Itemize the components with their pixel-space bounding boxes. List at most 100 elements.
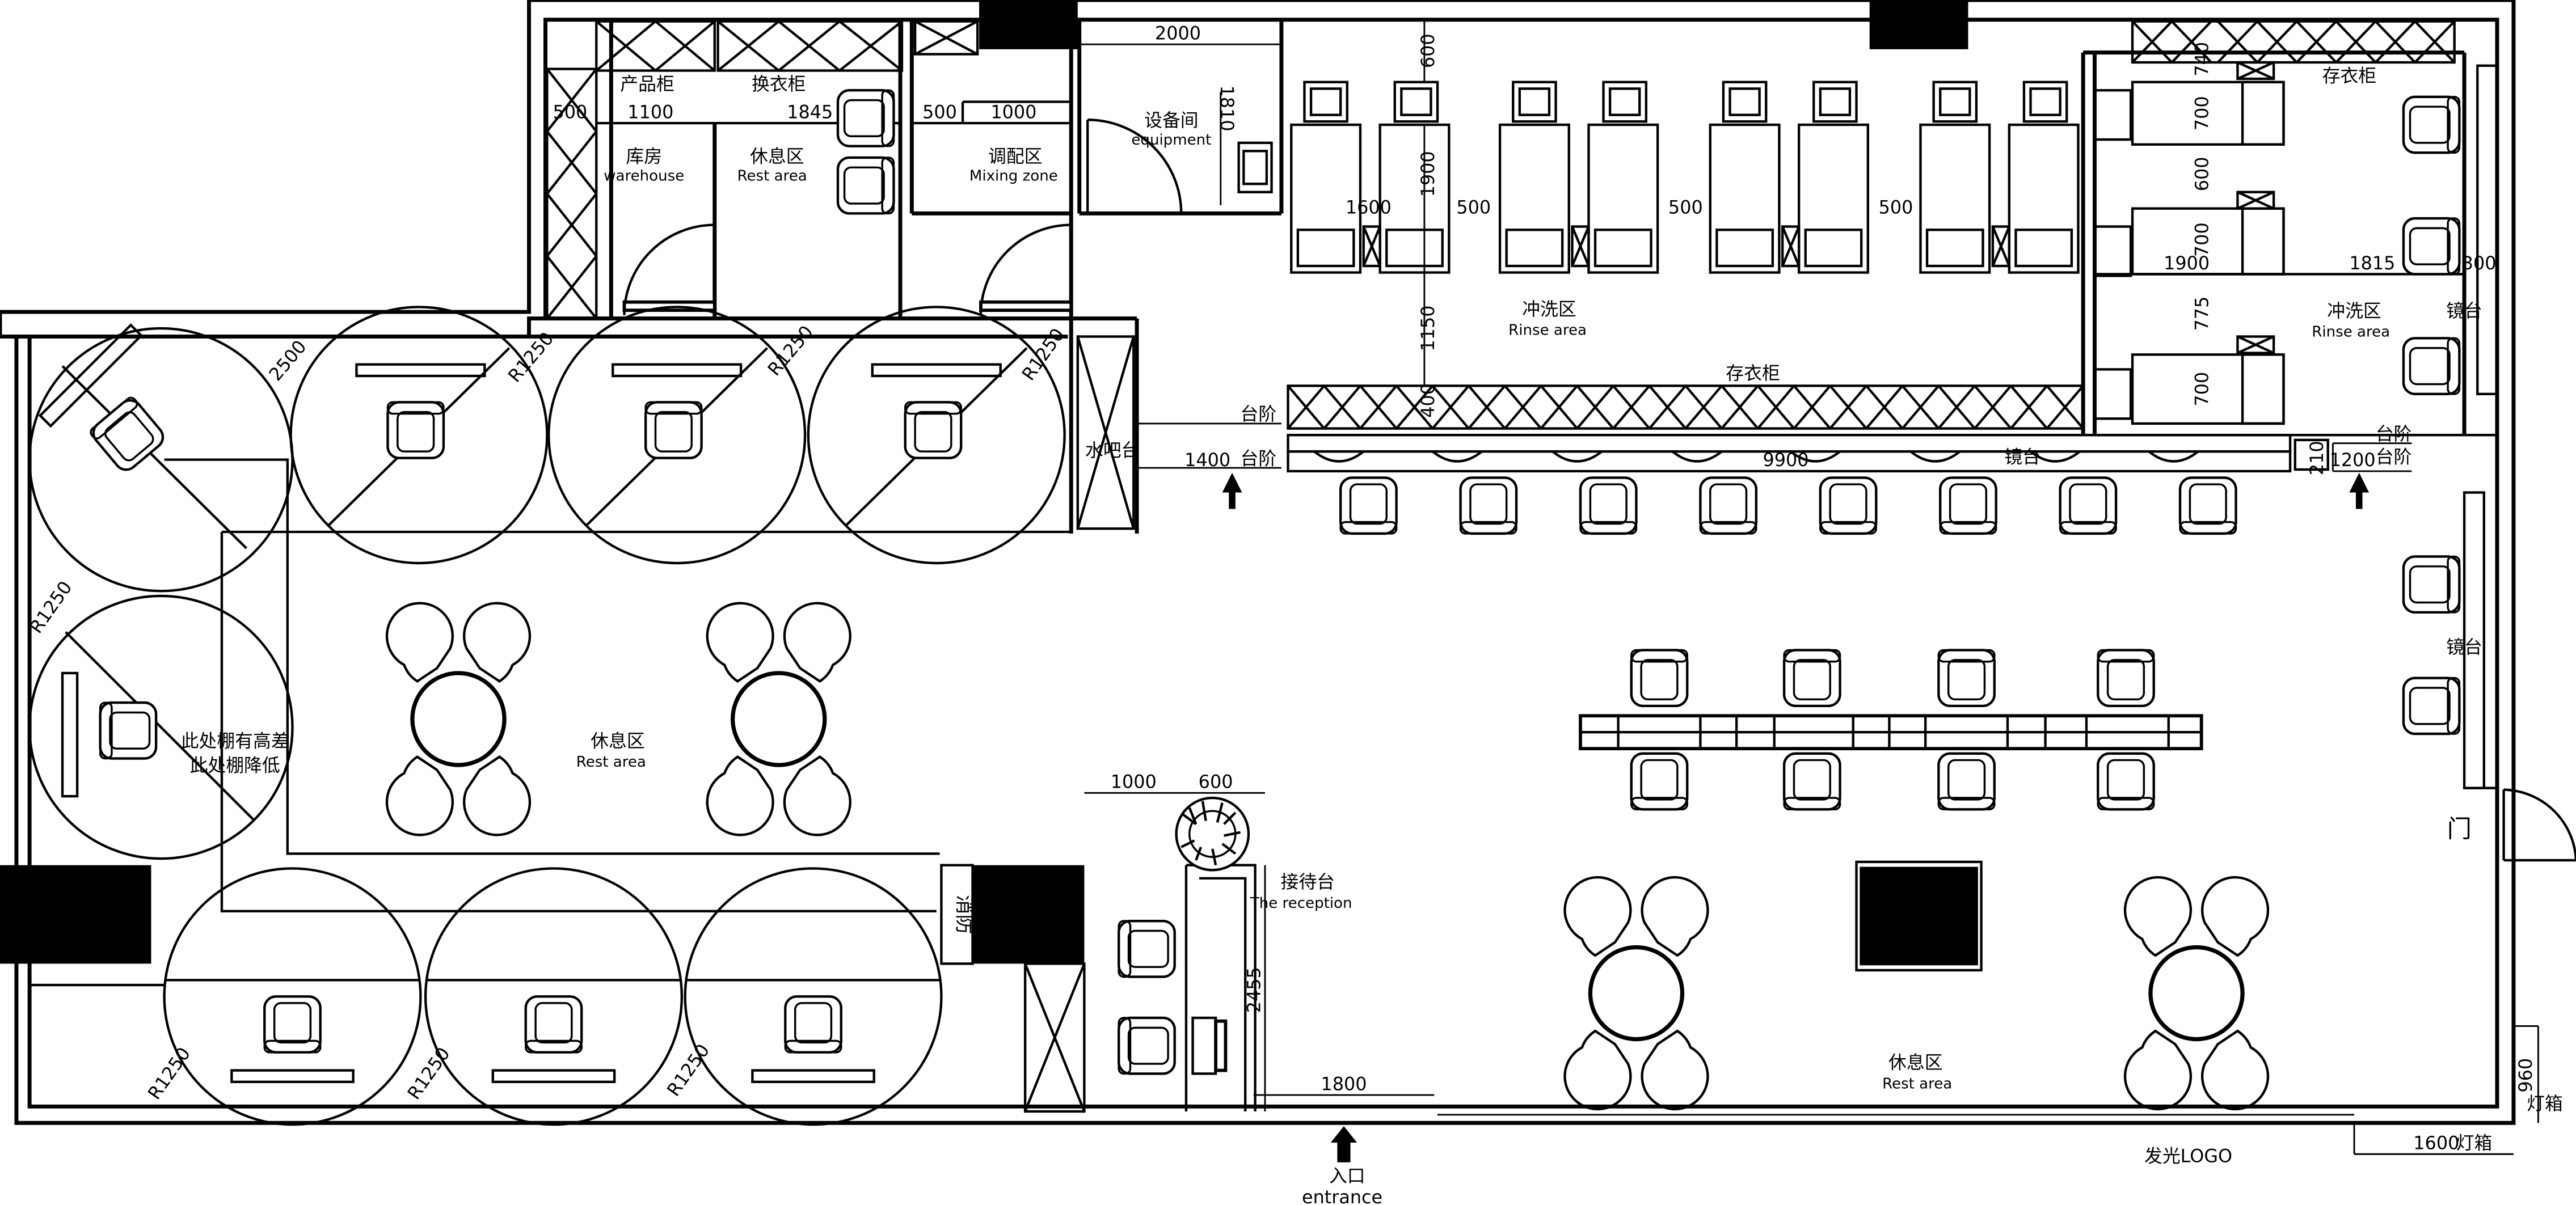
label: Rinse area: [2312, 323, 2390, 340]
rinse-beds: [1290, 61, 2285, 425]
column: [979, 0, 1078, 49]
label: 产品柜: [620, 73, 674, 95]
dimension-lines: [1079, 19, 2539, 1155]
label: 镜台: [2004, 446, 2040, 467]
dimension: 400: [1417, 383, 1439, 418]
label: warehouse: [604, 167, 684, 184]
dimension: 1600: [1346, 196, 1392, 218]
dimension: 500: [553, 101, 588, 122]
dimension: 700: [2191, 372, 2212, 407]
reception-desk: [1175, 796, 1257, 1111]
label: 冲洗区: [1522, 298, 1576, 320]
dimension: 1900: [1417, 151, 1439, 197]
dimension: 740: [2191, 42, 2212, 77]
label: 台阶: [1241, 403, 1277, 425]
label: 此处棚有高差: [181, 730, 289, 751]
arrow-up-icon: [1222, 472, 1242, 509]
label: 水吧台: [1085, 439, 1140, 461]
dimension: 1150: [1417, 306, 1439, 352]
label: The reception: [1250, 895, 1352, 912]
label: entrance: [1302, 1186, 1382, 1205]
column-outline: [1855, 860, 1983, 972]
label: 镜台: [2446, 300, 2482, 322]
label: 发光LOGO: [2144, 1145, 2232, 1167]
dimension: 700: [2191, 96, 2212, 130]
arrow-up-icon: [2349, 472, 2370, 509]
dimension: 960: [2515, 1058, 2536, 1093]
dimension: 9900: [1763, 449, 1808, 471]
plant-icon: [1175, 796, 1250, 872]
walls: [0, 0, 2516, 1125]
dimension: 700: [2191, 222, 2212, 257]
dimension: 1400: [1184, 449, 1230, 471]
label: 台阶: [2376, 446, 2412, 467]
dimension: 500: [922, 101, 957, 122]
dimension: 775: [2191, 297, 2212, 331]
mirror-counter: [1287, 64, 2499, 789]
label: 接待台: [1280, 871, 1335, 893]
label: Rinse area: [1508, 322, 1587, 339]
dimension: 600: [1199, 771, 1233, 793]
label: 换衣柜: [752, 73, 806, 95]
dimension: 1100: [627, 101, 673, 122]
label: 镜台: [2446, 636, 2482, 658]
dimension: 1810: [1216, 86, 1238, 132]
label: 消防: [952, 895, 975, 934]
dimension: 600: [1417, 33, 1439, 68]
dimension: 1800: [1321, 1073, 1367, 1094]
label: 存衣柜: [2322, 65, 2377, 87]
dimension: R1250: [1018, 324, 1069, 384]
dimension: 500: [1879, 196, 1913, 218]
label: 调配区: [988, 146, 1043, 167]
label: Rest area: [1882, 1075, 1952, 1092]
column: [1860, 866, 1978, 966]
chairs: [89, 90, 2460, 1073]
dimension: 1000: [990, 101, 1036, 122]
column: [1869, 0, 1968, 49]
dimension: R1250: [25, 577, 76, 637]
label: 灯箱: [2527, 1093, 2563, 1114]
dimension: 300: [2462, 252, 2497, 274]
label: 休息区: [1888, 1052, 1943, 1073]
dimension: R1250: [144, 1043, 195, 1103]
dimension: R1250: [764, 322, 817, 380]
label: 存衣柜: [1726, 362, 1780, 384]
arrows: [1222, 472, 2370, 1162]
label: Rest area: [737, 167, 807, 184]
dimension: 210: [2306, 441, 2328, 475]
dimension: 1815: [2349, 252, 2395, 274]
entrance-arrow-icon: [1330, 1126, 1357, 1162]
label: 休息区: [750, 146, 804, 167]
dimension: 1600: [2413, 1132, 2459, 1154]
doors: [622, 119, 2576, 862]
room-labels: 产品柜 换衣柜 设备间 equipment 库房 warehouse 休息区 R…: [181, 65, 2563, 1205]
label: 台阶: [2376, 423, 2412, 445]
ceiling-drop-outline: [164, 458, 1072, 912]
dimension: 1000: [1111, 771, 1157, 793]
dimension: 1900: [2164, 252, 2210, 274]
label: 台阶: [1241, 447, 1277, 469]
label: 此处棚降低: [190, 755, 280, 776]
label: Mixing zone: [969, 167, 1058, 184]
dimension: 2000: [1155, 22, 1201, 44]
label: 冲洗区: [2327, 300, 2381, 322]
label: 设备间: [1144, 109, 1199, 131]
dimension: 500: [1456, 196, 1491, 218]
label: 灯箱: [2456, 1132, 2493, 1154]
label: 休息区: [591, 730, 645, 751]
label: 入口: [1329, 1165, 1365, 1186]
label: Rest area: [576, 754, 646, 771]
column: [972, 865, 1085, 964]
dimension: 2455: [1243, 967, 1264, 1013]
structural-columns: [0, 0, 1983, 972]
label: 门: [2447, 815, 2472, 844]
long-table: [1579, 714, 2203, 751]
column: [0, 865, 151, 964]
dimension: 1200: [2330, 449, 2376, 471]
dimension: 1845: [787, 101, 833, 122]
dimension: 500: [1668, 196, 1703, 218]
dimension: R1250: [403, 1043, 454, 1103]
label: 库房: [626, 146, 662, 167]
dimension: 600: [2191, 157, 2212, 191]
